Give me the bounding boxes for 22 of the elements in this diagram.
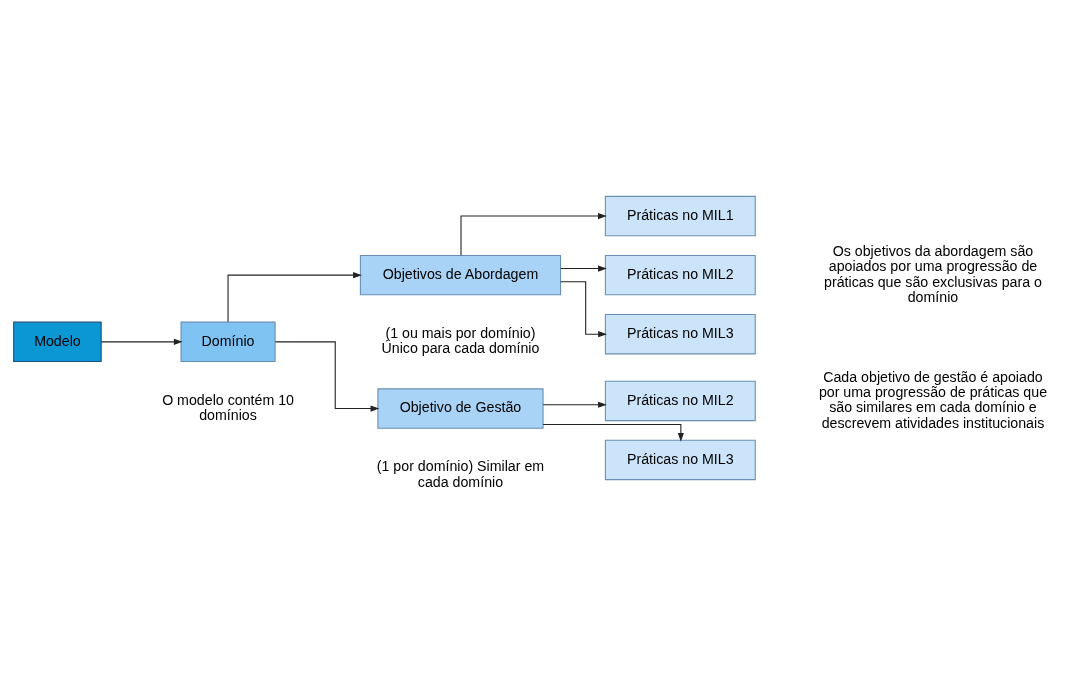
arrow [542,423,684,442]
node-label: O modelo contém 10 domínios [162,391,294,423]
arrow [274,340,380,412]
label: Os objetivos da abordagem são apoiados por uma progressão de práticas que são exclusivas para o domínio [824,242,1042,305]
arrow [227,271,362,322]
label: Cada objetivo de gestão é apoiado por uma progressão de práticas que são similares em cada domínio e descrevem atividades institucionais [818,368,1048,431]
arrow [100,338,183,345]
node-box: Práticas no MIL2 [604,254,756,295]
node-box: Práticas no MIL3 [604,313,756,354]
node-box: Objetivo de Gestão [377,387,544,429]
node-label: (1 ou mais por domínio) Único para cada domínio [381,324,540,356]
arrow [460,212,607,256]
node-label: (1 por domínio) Similar em cada domínio [376,457,545,490]
arrow [560,265,607,272]
node-box: Práticas no MIL1 [604,195,756,236]
arrow [560,280,607,337]
arrow [542,401,607,408]
node-box: Práticas no MIL3 [604,439,756,480]
node-box: Modelo [13,321,102,362]
node-box: Práticas no MIL2 [604,380,756,421]
node-box: Objetivos de Abordagem [359,254,562,295]
node-box: Domínio [180,321,276,362]
